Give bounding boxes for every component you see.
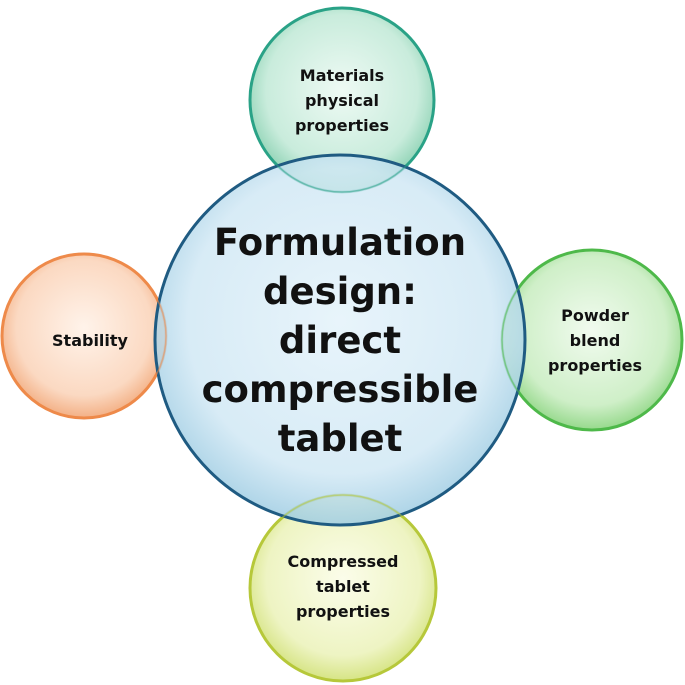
node-outline-materials xyxy=(249,7,435,193)
node-outline-compressed-tablet xyxy=(249,494,437,682)
node-label-stability: Stability xyxy=(52,330,128,350)
node-label-powder-blend: Powder blend properties xyxy=(547,305,643,375)
node-outline-powder-blend xyxy=(501,249,683,431)
center-circle xyxy=(153,153,527,527)
node-label-materials: Materials physical properties xyxy=(294,65,390,135)
node-label-compressed-tablet: Compressed tablet properties xyxy=(287,551,399,621)
node-outline-stability xyxy=(1,253,167,419)
center-label: Formulation design: direct compressible … xyxy=(201,220,479,460)
